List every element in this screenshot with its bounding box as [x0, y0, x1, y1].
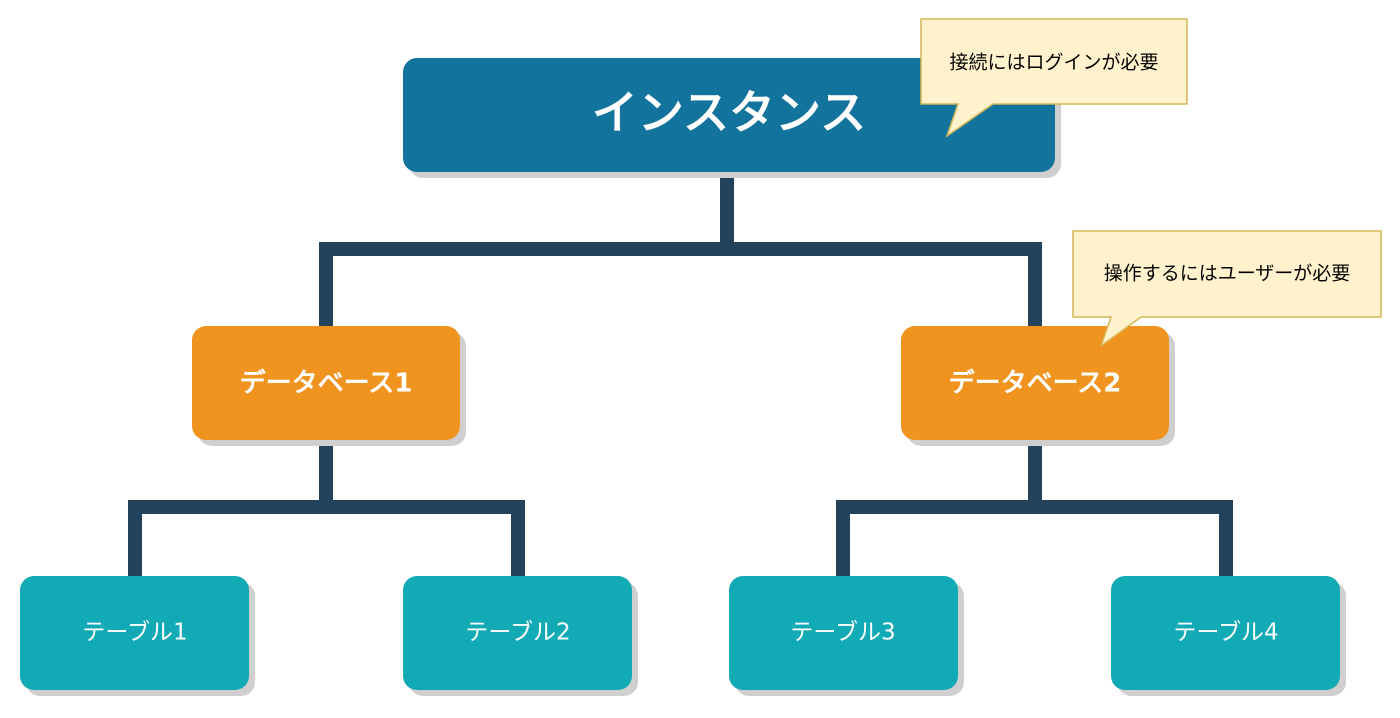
database1-node: データベース1	[192, 326, 466, 446]
table3-label: テーブル3	[790, 620, 895, 646]
database2-node: データベース2	[901, 326, 1175, 446]
connector-database1-to-tables	[128, 440, 525, 576]
user-callout-text: 操作するにはユーザーが必要	[1104, 263, 1351, 285]
table3-node-box	[729, 576, 958, 690]
instance-label: インスタンス	[592, 86, 866, 140]
table1-node-box	[20, 576, 249, 690]
table4-node: テーブル4	[1111, 576, 1346, 696]
table4-label: テーブル4	[1173, 620, 1278, 646]
database2-label: データベース2	[949, 368, 1122, 399]
instance-node-box	[403, 58, 1055, 172]
instance-node: インスタンス	[403, 58, 1061, 178]
table2-label: テーブル2	[465, 620, 570, 646]
login-callout-text: 接続にはログインが必要	[949, 52, 1158, 74]
user-callout: 操作するにはユーザーが必要	[1072, 230, 1382, 349]
table2-node: テーブル2	[403, 576, 638, 696]
login-callout: 接続にはログインが必要	[920, 18, 1188, 138]
login-callout-bubble	[920, 18, 1188, 138]
table3-node: テーブル3	[729, 576, 964, 696]
table4-node-box	[1111, 576, 1340, 690]
table1-label: テーブル1	[82, 620, 187, 646]
table1-node: テーブル1	[20, 576, 255, 696]
table2-node-box	[403, 576, 632, 690]
database1-node-box	[192, 326, 460, 440]
user-callout-bubble	[1072, 230, 1382, 349]
database1-label: データベース1	[240, 368, 413, 399]
connectors	[128, 170, 1233, 576]
database2-node-box	[901, 326, 1169, 440]
connector-instance-to-databases	[319, 170, 1042, 326]
connector-database2-to-tables	[836, 440, 1233, 576]
